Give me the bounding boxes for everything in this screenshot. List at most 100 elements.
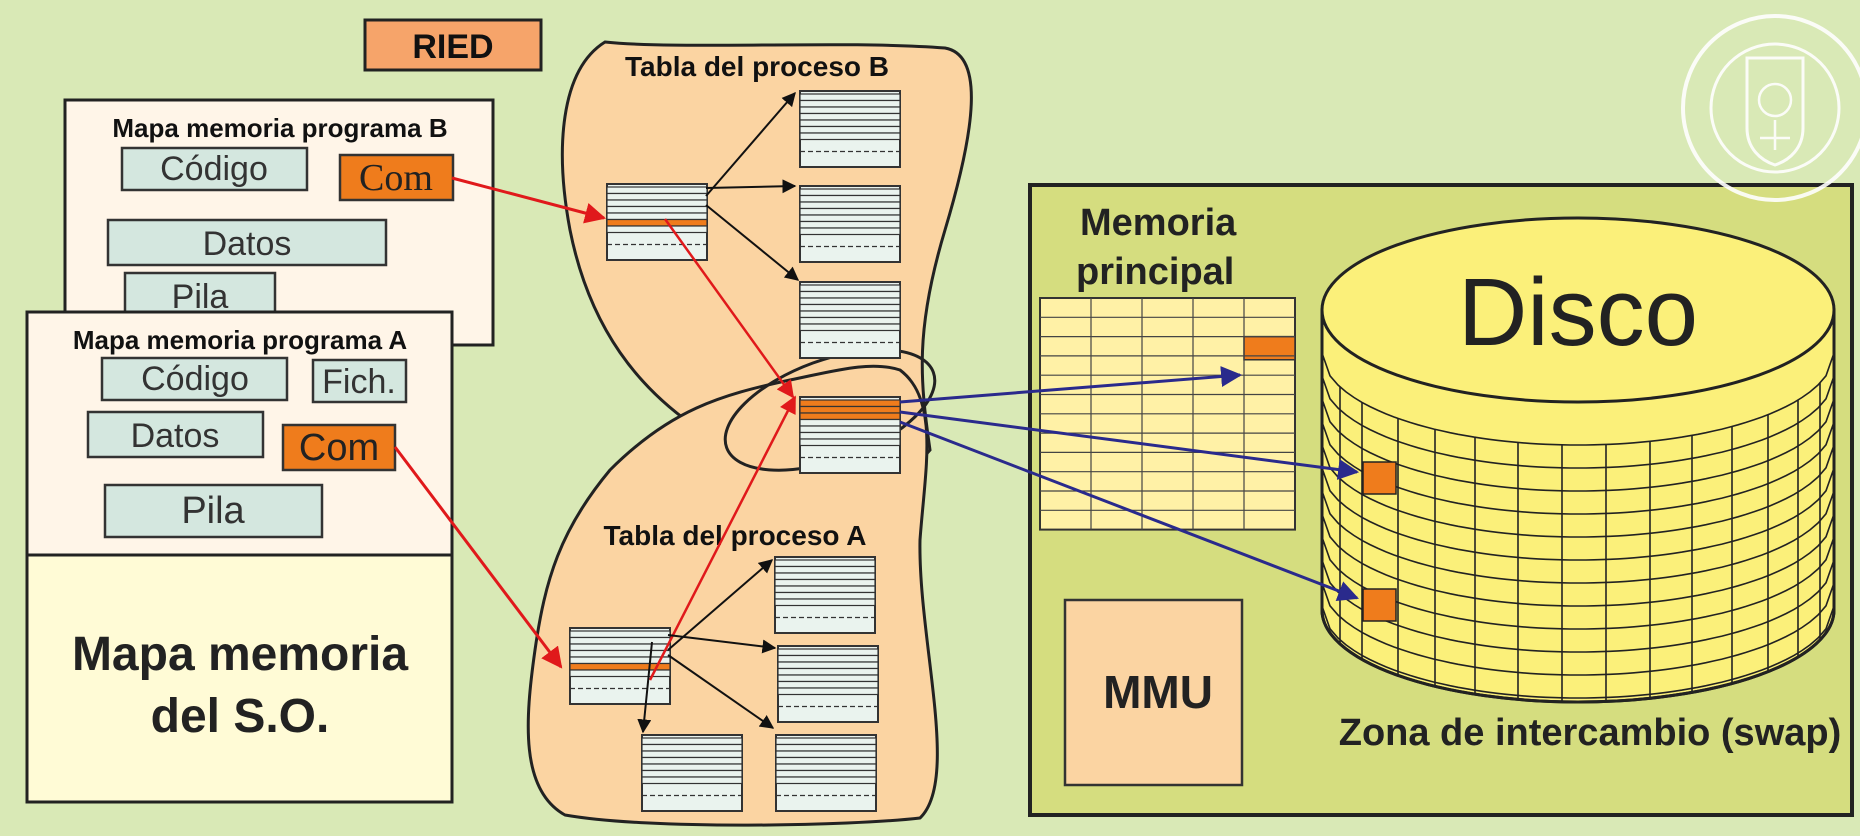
map-b-com-arrow [451, 176, 607, 224]
page-entry [774, 565, 876, 574]
hardware-panel: Memoria principal MMU Disco Zona de inte… [1028, 183, 1854, 817]
page-entry [799, 194, 901, 203]
page-entry [799, 207, 901, 216]
memory-label-line1: Memoria [1080, 202, 1237, 244]
page-entry [777, 654, 879, 663]
swap-label: Zona de intercambio (swap) [1339, 712, 1842, 754]
map-a-title: Mapa memoria programa A [73, 325, 407, 355]
page-entry [799, 316, 901, 325]
page-tables [569, 90, 901, 812]
disk-label: Disco [1458, 259, 1698, 366]
mmu-label: MMU [1103, 666, 1213, 718]
page-entry [799, 214, 901, 223]
page-entry [606, 192, 708, 201]
page-entry [799, 125, 901, 134]
table-b-ptr-1 [705, 91, 796, 197]
page-entry [799, 323, 901, 332]
page-entry [799, 310, 901, 319]
map-a-pila: Pila [181, 490, 245, 532]
swap-shared-page-2 [1362, 588, 1397, 622]
page-entry [569, 636, 671, 645]
swap-grid-line [1321, 490, 1835, 584]
map-b-com: Com [359, 157, 433, 199]
shared-to-swap-arrow-1 [899, 410, 1360, 480]
page-entry [799, 303, 901, 312]
page-table [799, 185, 901, 263]
swap-grid-line [1321, 421, 1835, 515]
page-entry [799, 438, 901, 447]
page-table [799, 90, 901, 168]
swap-shared-page-1 [1362, 461, 1397, 495]
table-a-ptr-1 [667, 559, 774, 651]
page-table [774, 556, 876, 634]
page-entry [799, 201, 901, 210]
page-entry [777, 674, 879, 683]
page-entry [774, 578, 876, 587]
page-entry [775, 743, 877, 752]
table-b-title: Tabla del proceso B [625, 51, 889, 82]
page-entry [606, 205, 708, 214]
page-entry [777, 661, 879, 670]
page-entry [774, 559, 876, 568]
process-table-area: Tabla del proceso B Tabla del proceso A [526, 40, 973, 827]
page-entry [641, 763, 743, 772]
page-entry [641, 776, 743, 785]
disk: Disco [1320, 216, 1836, 704]
page-entry [641, 756, 743, 765]
page-entry [775, 763, 877, 772]
page-entry [569, 656, 671, 665]
page-entry [799, 93, 901, 102]
page-entry [641, 737, 743, 746]
memory-map-program-a: Mapa memoria programa A Código Fich. Dat… [25, 310, 454, 804]
page-entry [606, 186, 708, 195]
map-a-fich: Fich. [322, 363, 396, 401]
arrows [393, 91, 1360, 734]
map-a-codigo: Código [141, 360, 249, 398]
page-entry [799, 284, 901, 293]
page-entry [799, 112, 901, 121]
page-table [799, 281, 901, 359]
map-b-codigo: Código [160, 150, 268, 188]
page-table [777, 645, 879, 723]
page-entry [774, 591, 876, 600]
page-entry [799, 431, 901, 440]
page-entry [775, 750, 877, 759]
university-logo [1681, 14, 1860, 202]
page-entry [606, 212, 708, 221]
shared-to-memory-arrow [899, 366, 1243, 404]
table-b-to-shared-arrow [663, 218, 795, 399]
page-entry [774, 598, 876, 607]
main-memory-grid [1039, 297, 1296, 531]
page-entry [799, 418, 901, 427]
ried-label: RIED [412, 28, 493, 66]
page-table [606, 183, 708, 261]
table-a-to-shared-arrow [648, 395, 797, 681]
table-a-title: Tabla del proceso A [604, 520, 867, 551]
shared-page-entry [799, 412, 901, 421]
map-a-com-arrow [393, 446, 563, 669]
page-entry [774, 585, 876, 594]
swap-grid-line [1321, 513, 1835, 607]
page-entry [799, 227, 901, 236]
memory-map-program-b: Mapa memoria programa B Código Com Datos… [63, 98, 495, 347]
shared-page-entry [799, 399, 901, 408]
shared-page-entry [799, 405, 901, 414]
page-entry [799, 425, 901, 434]
page-entry [777, 680, 879, 689]
page-table [569, 627, 671, 705]
swap-grid-line [1321, 536, 1835, 630]
page-entry [799, 132, 901, 141]
page-entry [641, 769, 743, 778]
page-entry [799, 188, 901, 197]
map-b-pila: Pila [172, 278, 229, 316]
os-map-line2: del S.O. [151, 690, 330, 743]
swap-grid-line [1321, 352, 1835, 446]
page-entry [775, 769, 877, 778]
page-entry [569, 669, 671, 678]
swap-grid [1321, 352, 1835, 702]
page-entry [777, 687, 879, 696]
page-table [775, 734, 877, 812]
swap-grid-line [1321, 582, 1835, 676]
page-entry [777, 648, 879, 657]
swap-grid-line [1321, 559, 1835, 653]
